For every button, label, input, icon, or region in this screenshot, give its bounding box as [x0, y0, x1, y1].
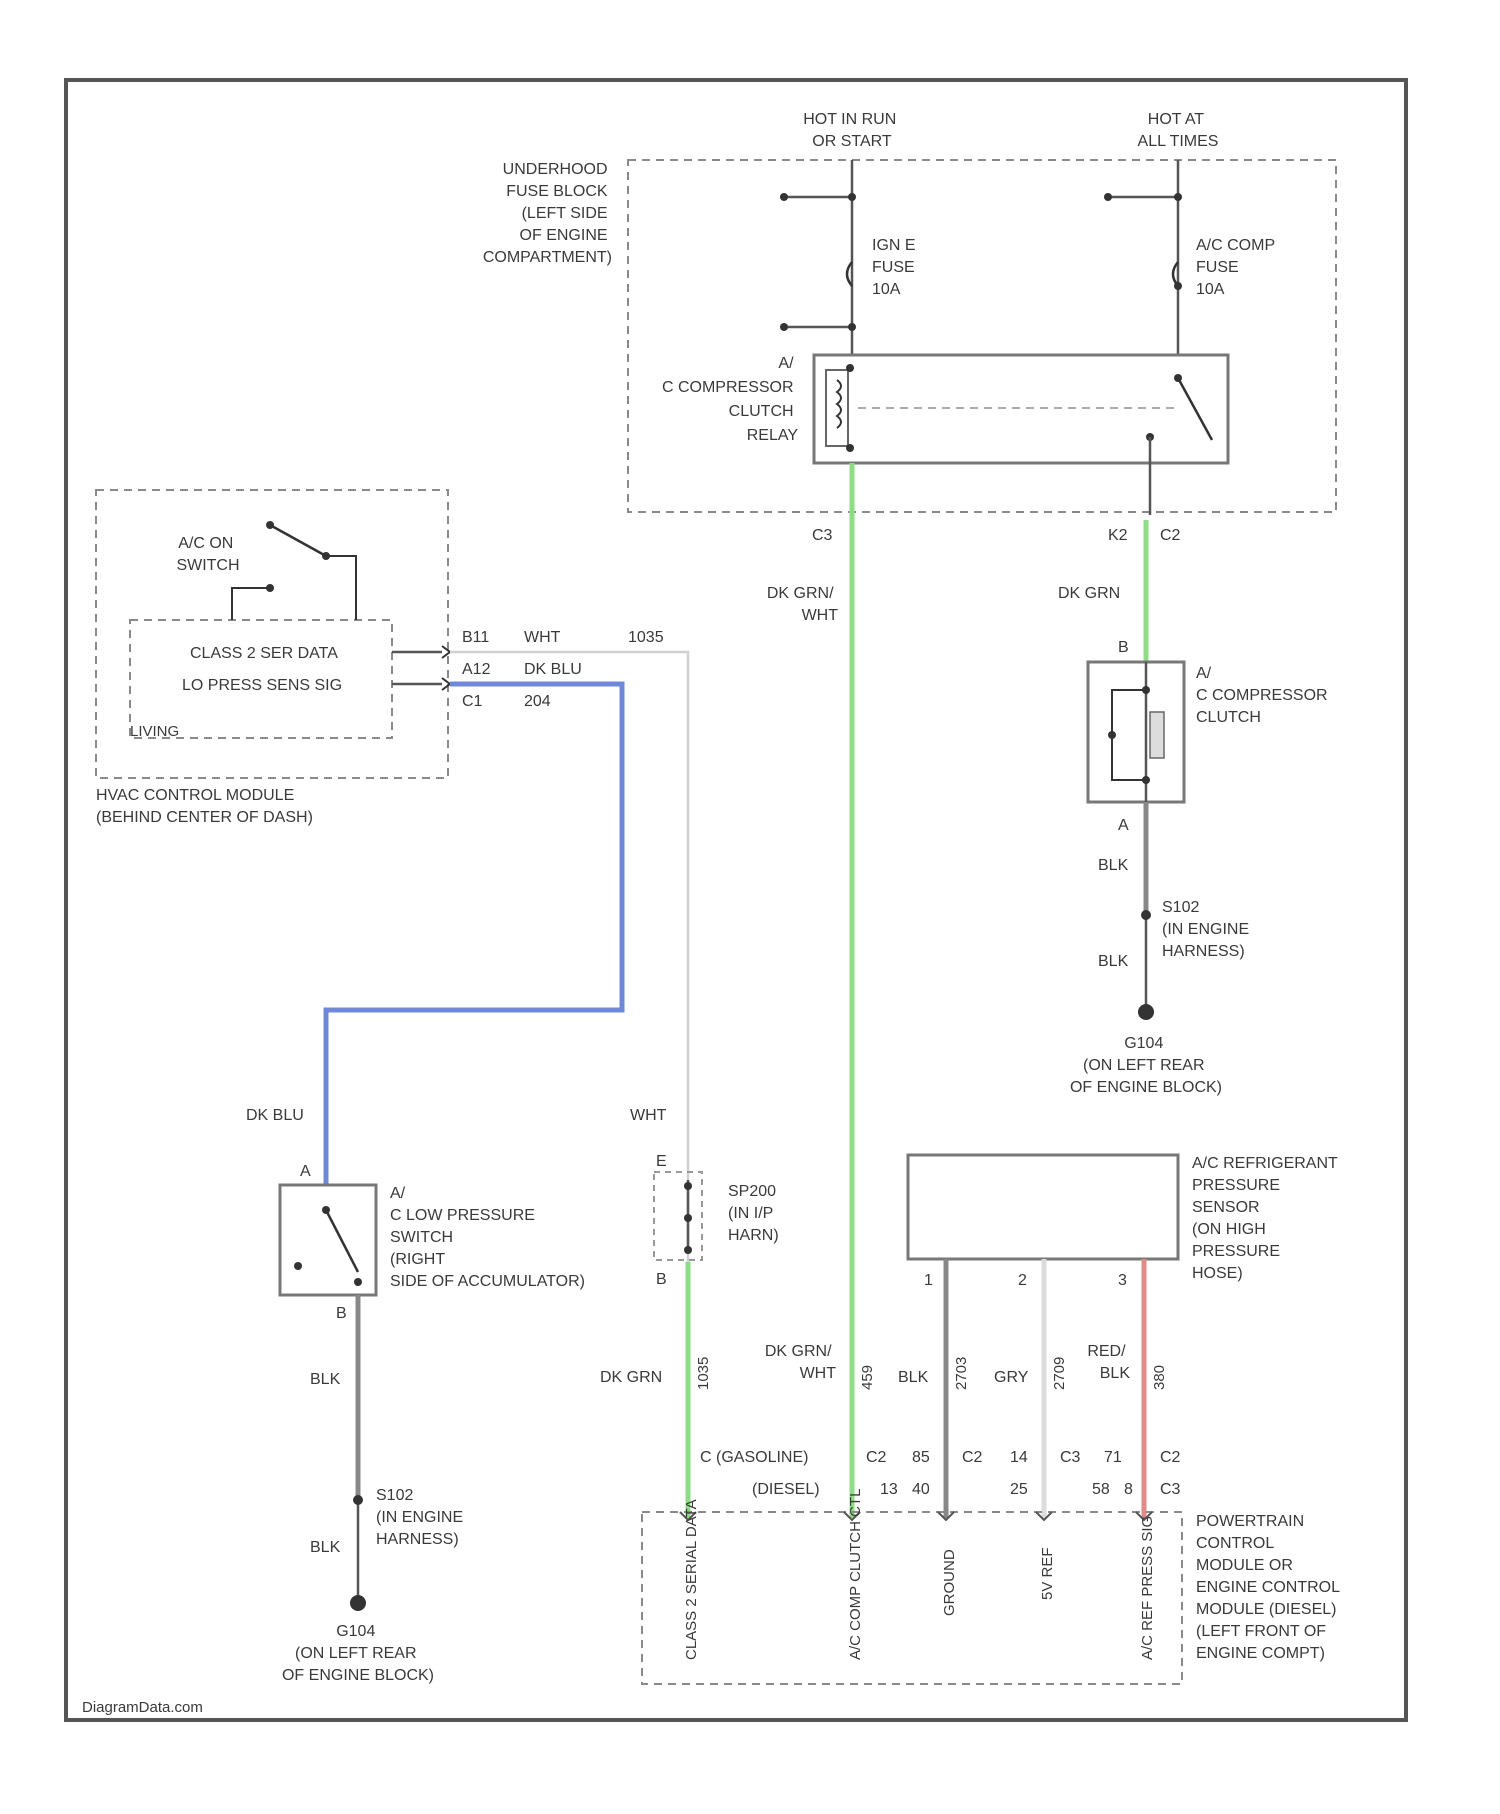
connector-c2-label: C2 [1160, 527, 1181, 544]
watermark: DiagramData.com [82, 1699, 203, 1716]
circuit-380-bottom: 380 [1151, 1365, 1168, 1390]
sp200-pin-b: B [656, 1271, 667, 1288]
compressor-clutch-label: A/ C COMPRESSOR CLUTCH [1196, 665, 1332, 726]
underhood-fuse-block-label: UNDERHOOD FUSE BLOCK (LEFT SIDE OF ENGIN… [483, 161, 612, 266]
pcm-connector-row-gasoline: C2 85 C2 14 C3 71 C2 [866, 1449, 1181, 1466]
sensor-pin-2: 2 [1018, 1272, 1027, 1289]
hvac-connector-pins [392, 646, 450, 690]
hot-run-start-label: HOT IN RUN OR START [803, 111, 901, 150]
pcm-connector-row-diesel: 13 40 25 58 8 C3 [880, 1481, 1181, 1498]
splice-s102-left-label: S102 (IN ENGINE HARNESS) [376, 1487, 468, 1548]
pcm-diesel-label: (DIESEL) [752, 1481, 820, 1498]
splice-s102-right-label: S102 (IN ENGINE HARNESS) [1162, 899, 1254, 960]
hvac-living-label: LIVING [130, 723, 179, 740]
svg-text:C3: C3 [1160, 1481, 1181, 1498]
hvac-module-title: HVAC CONTROL MODULE (BEHIND CENTER OF DA… [96, 787, 313, 826]
svg-text:8: 8 [1124, 1481, 1133, 1498]
pcm-pin-5v-ref: 5V REF [1039, 1547, 1056, 1600]
ac-comp-fuse-circuit [1104, 160, 1182, 360]
pcm-pin-ground: GROUND [941, 1549, 958, 1616]
wire-wht-low-label: WHT [630, 1107, 667, 1124]
ground-g104-left-label: G104 (ON LEFT REAR OF ENGINE BLOCK) [282, 1623, 434, 1684]
ac-comp-fuse-label: A/C COMP FUSE 10A [1196, 237, 1279, 298]
clutch-ground-wire [1138, 802, 1154, 1020]
wire-wht-b11-circuit-label: 1035 [628, 629, 664, 646]
compressor-clutch [1088, 662, 1184, 802]
relay-label: A/ C COMPRESSOR CLUTCH RELAY [662, 355, 798, 444]
splice-sp200-label: SP200 (IN I/P HARN) [728, 1183, 781, 1244]
svg-text:C2: C2 [866, 1449, 887, 1466]
pcm-pin-ac-ref-press-sig: A/C REF PRESS SIG [1139, 1516, 1156, 1660]
ign-e-fuse-label: IGN E FUSE 10A [872, 237, 920, 298]
lp-switch-pin-a: A [300, 1163, 311, 1180]
svg-text:C2: C2 [1160, 1449, 1181, 1466]
wire-dk-grn-wht-bottom-label: DK GRN/ WHT [765, 1343, 836, 1382]
low-pressure-switch-label: A/ C LOW PRESSURE SWITCH (RIGHT SIDE OF … [390, 1185, 585, 1290]
diagram-frame [66, 80, 1406, 1720]
hvac-class2-label: CLASS 2 SER DATA [190, 645, 338, 662]
sensor-pin-1: 1 [924, 1272, 933, 1289]
svg-text:85: 85 [912, 1449, 930, 1466]
circuit-2703-bottom: 2703 [953, 1357, 970, 1390]
wire-dk-grn-bottom-label: DK GRN [600, 1369, 662, 1386]
pressure-sensor-label: A/C REFRIGERANT PRESSURE SENSOR (ON HIGH… [1192, 1155, 1342, 1282]
pcm-gasoline-label: C (GASOLINE) [700, 1449, 808, 1466]
wire-dk-blu-a12-label: DK BLU [524, 661, 582, 678]
wire-blk-switch-label: BLK [310, 1371, 341, 1388]
connector-k2-label: K2 [1108, 527, 1128, 544]
ground-g104-right-label: G104 (ON LEFT REAR OF ENGINE BLOCK) [1070, 1035, 1222, 1096]
svg-text:13: 13 [880, 1481, 898, 1498]
circuit-204-label: 204 [524, 693, 551, 710]
svg-text:25: 25 [1010, 1481, 1028, 1498]
wire-blk-switch2-label: BLK [310, 1539, 341, 1556]
wire-dk-grn-top-right-label: DK GRN [1058, 585, 1120, 602]
connector-a12-label: A12 [462, 661, 491, 678]
pcm-pin-ac-comp-clutch-ctl: A/C COMP CLUTCH CTL [847, 1489, 864, 1660]
ac-on-switch-label: A/C ON SWITCH [176, 535, 239, 574]
svg-text:58: 58 [1092, 1481, 1110, 1498]
sensor-pin-3: 3 [1118, 1272, 1127, 1289]
lp-switch-pin-b: B [336, 1305, 347, 1322]
connector-c3-label: C3 [812, 527, 833, 544]
wire-dk-blu-lo-press [326, 684, 622, 1190]
wire-blk-clutch2-label: BLK [1098, 953, 1129, 970]
connector-b11-label: B11 [462, 629, 489, 646]
ac-on-switch [232, 521, 356, 620]
wire-wht-b11-label: WHT [524, 629, 561, 646]
svg-text:71: 71 [1104, 1449, 1122, 1466]
wire-gry-bottom-label: GRY [994, 1369, 1029, 1386]
hvac-lo-press-label: LO PRESS SENS SIG [182, 677, 342, 694]
ign-e-fuse-circuit [780, 160, 856, 360]
hot-all-times-label: HOT AT ALL TIMES [1138, 111, 1219, 150]
svg-text:C3: C3 [1060, 1449, 1081, 1466]
compressor-clutch-relay [814, 355, 1228, 463]
connector-c1-label: C1 [462, 693, 483, 710]
pcm-pin-class2: CLASS 2 SERIAL DATA [683, 1499, 700, 1660]
ac-refrigerant-pressure-sensor [908, 1155, 1178, 1259]
circuit-459-bottom: 459 [859, 1365, 876, 1390]
wire-red-blk-bottom-label: RED/ BLK [1087, 1343, 1130, 1382]
pcm-label: POWERTRAIN CONTROL MODULE OR ENGINE CONT… [1196, 1513, 1344, 1662]
clutch-pin-b: B [1118, 639, 1129, 656]
low-pressure-switch [280, 1185, 376, 1295]
splice-sp200 [654, 1172, 702, 1260]
svg-text:C2: C2 [962, 1449, 983, 1466]
clutch-pin-a: A [1118, 817, 1129, 834]
wire-blk-bottom-label: BLK [898, 1369, 929, 1386]
wire-dk-grn-wht-top-label: DK GRN/ WHT [767, 585, 838, 624]
sp200-pin-e: E [656, 1153, 667, 1170]
wire-wht-class2 [450, 652, 688, 1270]
svg-text:14: 14 [1010, 1449, 1028, 1466]
wire-dk-blu-low-label: DK BLU [246, 1107, 304, 1124]
circuit-2709-bottom: 2709 [1051, 1357, 1068, 1390]
powertrain-control-module [642, 1512, 1182, 1684]
svg-text:40: 40 [912, 1481, 930, 1498]
pcm-pin-arrows [680, 1512, 1152, 1520]
circuit-1035-bottom: 1035 [695, 1357, 712, 1390]
wire-blk-clutch-label: BLK [1098, 857, 1129, 874]
switch-ground-wire [350, 1295, 366, 1611]
